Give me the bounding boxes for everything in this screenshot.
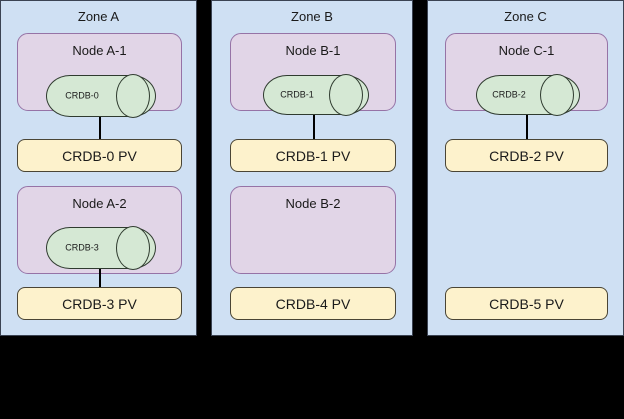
connector-crdb-2	[526, 115, 528, 139]
pod-crdb-0-label: CRDB-0	[65, 90, 99, 101]
pod-crdb-0-cap	[116, 74, 150, 118]
node-c-1-title: Node C-1	[498, 43, 555, 58]
pod-crdb-3: CRDB-3	[46, 226, 156, 270]
zone-b-title: Zone B	[291, 9, 333, 24]
node-b-1-title: Node B-1	[285, 43, 341, 58]
pod-crdb-2-label: CRDB-2	[492, 89, 526, 100]
node-b-2: Node B-2	[230, 186, 396, 274]
node-a-2-title: Node A-2	[72, 196, 127, 211]
pv-crdb-0: CRDB-0 PV	[17, 139, 182, 172]
zone-c: Zone C Node C-1 CRDB-2 CRDB-2 PV CRDB-5 …	[427, 0, 624, 336]
connector-crdb-0	[99, 117, 101, 139]
pod-crdb-2: CRDB-2	[476, 74, 580, 116]
pod-crdb-1-cap	[329, 74, 363, 116]
pod-crdb-0: CRDB-0	[46, 74, 156, 118]
pod-crdb-1: CRDB-1	[263, 74, 369, 116]
pv-crdb-3: CRDB-3 PV	[17, 287, 182, 320]
pv-crdb-2-label: CRDB-2 PV	[489, 147, 564, 164]
pod-crdb-3-cap	[116, 226, 150, 270]
pod-crdb-1-label: CRDB-1	[280, 89, 314, 100]
node-b-2-title: Node B-2	[285, 196, 341, 211]
connector-crdb-3	[99, 269, 101, 287]
pod-crdb-3-label: CRDB-3	[65, 242, 99, 253]
node-a-1-title: Node A-1	[72, 43, 127, 58]
pv-crdb-5-label: CRDB-5 PV	[489, 295, 564, 312]
pv-crdb-1: CRDB-1 PV	[230, 139, 396, 172]
zone-a-title: Zone A	[77, 9, 120, 24]
pv-crdb-0-label: CRDB-0 PV	[62, 147, 137, 164]
pv-crdb-5: CRDB-5 PV	[445, 287, 608, 320]
pv-crdb-3-label: CRDB-3 PV	[62, 295, 137, 312]
pv-crdb-4: CRDB-4 PV	[230, 287, 396, 320]
pv-crdb-1-label: CRDB-1 PV	[275, 147, 351, 164]
pv-crdb-4-label: CRDB-4 PV	[275, 295, 351, 312]
pv-crdb-2: CRDB-2 PV	[445, 139, 608, 172]
connector-crdb-1	[313, 115, 315, 139]
zone-b: Zone B Node B-1 CRDB-1 CRDB-1 PV Node B-…	[211, 0, 413, 336]
zone-c-title: Zone C	[504, 9, 547, 24]
zone-a: Zone A Node A-1 CRDB-0 CRDB-0 PV Node A-…	[0, 0, 197, 336]
pod-crdb-2-cap	[540, 74, 574, 116]
